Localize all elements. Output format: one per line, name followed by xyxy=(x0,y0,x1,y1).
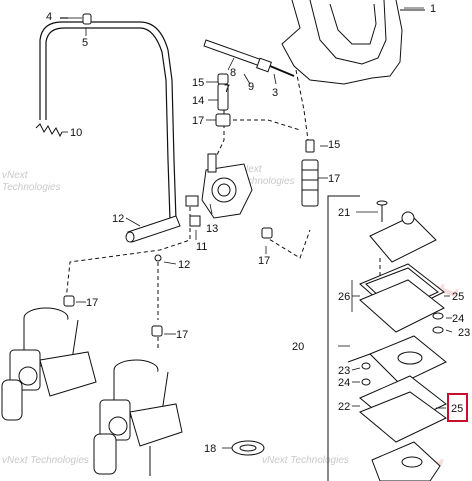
pump-body-part-20 xyxy=(347,335,447,385)
callout-26[interactable]: 26 xyxy=(338,291,350,303)
clamps-17 xyxy=(63,73,273,337)
gasket-part-22 xyxy=(359,375,447,443)
fuel-pump-body xyxy=(185,153,253,227)
breather-tube xyxy=(39,17,177,221)
callout-13[interactable]: 13 xyxy=(206,223,218,235)
leader-lines xyxy=(62,7,453,449)
callout-7[interactable]: 7 xyxy=(224,83,230,95)
callout-23-right[interactable]: 23 xyxy=(458,327,470,339)
callout-5[interactable]: 5 xyxy=(82,37,88,49)
callout-12-lower[interactable]: 12 xyxy=(178,259,190,271)
callout-3[interactable]: 3 xyxy=(272,87,278,99)
filter-part-17 xyxy=(301,139,319,207)
callout-22[interactable]: 22 xyxy=(338,401,350,413)
callout-15-upper[interactable]: 15 xyxy=(192,77,204,89)
callout-17-filter[interactable]: 17 xyxy=(328,173,340,185)
callout-14[interactable]: 14 xyxy=(192,95,204,107)
callout-17-left[interactable]: 17 xyxy=(86,297,98,309)
hose-part-12 xyxy=(125,215,181,243)
watermark-line1-mid: vNext xyxy=(236,164,263,175)
callout-12-upper[interactable]: 12 xyxy=(112,213,124,225)
callout-1[interactable]: 1 xyxy=(430,3,436,15)
engine-housing-outline xyxy=(281,0,425,85)
callout-8[interactable]: 8 xyxy=(230,67,236,79)
diaphragm-part-26 xyxy=(359,263,445,333)
pump-cover-part-21 xyxy=(369,200,437,263)
carburetor-right xyxy=(93,359,183,476)
callout-labels: 1 3 4 5 7 8 9 10 11 12 12 13 14 15 15 17… xyxy=(46,3,470,455)
callout-25-upper[interactable]: 25 xyxy=(452,291,464,303)
watermark-line1-left: vNext xyxy=(2,170,29,181)
watermark-bottom-right: vNext Technologies xyxy=(262,455,349,466)
callout-11[interactable]: 11 xyxy=(196,241,207,253)
callout-9[interactable]: 9 xyxy=(248,81,254,93)
highlight-box-callout-25 xyxy=(447,393,468,422)
callout-24-right[interactable]: 24 xyxy=(452,313,464,325)
callout-10[interactable]: 10 xyxy=(70,127,82,139)
callout-23-left[interactable]: 23 xyxy=(338,365,350,377)
callout-20[interactable]: 20 xyxy=(292,341,304,353)
kit-bracket xyxy=(327,195,360,481)
callout-17-center[interactable]: 17 xyxy=(176,329,188,341)
fitting-part-8 xyxy=(203,39,295,77)
callout-15-right[interactable]: 15 xyxy=(328,139,340,151)
callout-17-clamp[interactable]: 17 xyxy=(258,255,270,267)
watermark-bottom-left: vNext Technologies xyxy=(2,455,89,466)
watermark-line2-left: Technologies xyxy=(2,182,61,193)
callout-25-highlighted[interactable]: 25 xyxy=(451,403,463,415)
spring-part xyxy=(35,123,63,138)
callout-24-left[interactable]: 24 xyxy=(338,377,350,389)
watermark-line2-mid: Technologies xyxy=(236,176,295,187)
pump-base-part xyxy=(371,441,441,481)
gasket-part-18 xyxy=(231,440,265,456)
small-parts-23-24 xyxy=(361,312,444,386)
callout-17-pump[interactable]: 17 xyxy=(192,115,204,127)
carburetor-left xyxy=(1,307,97,421)
callout-21[interactable]: 21 xyxy=(338,207,350,219)
clamp-part-5 xyxy=(82,13,92,25)
callout-18[interactable]: 18 xyxy=(204,443,216,455)
callout-4[interactable]: 4 xyxy=(46,11,52,23)
